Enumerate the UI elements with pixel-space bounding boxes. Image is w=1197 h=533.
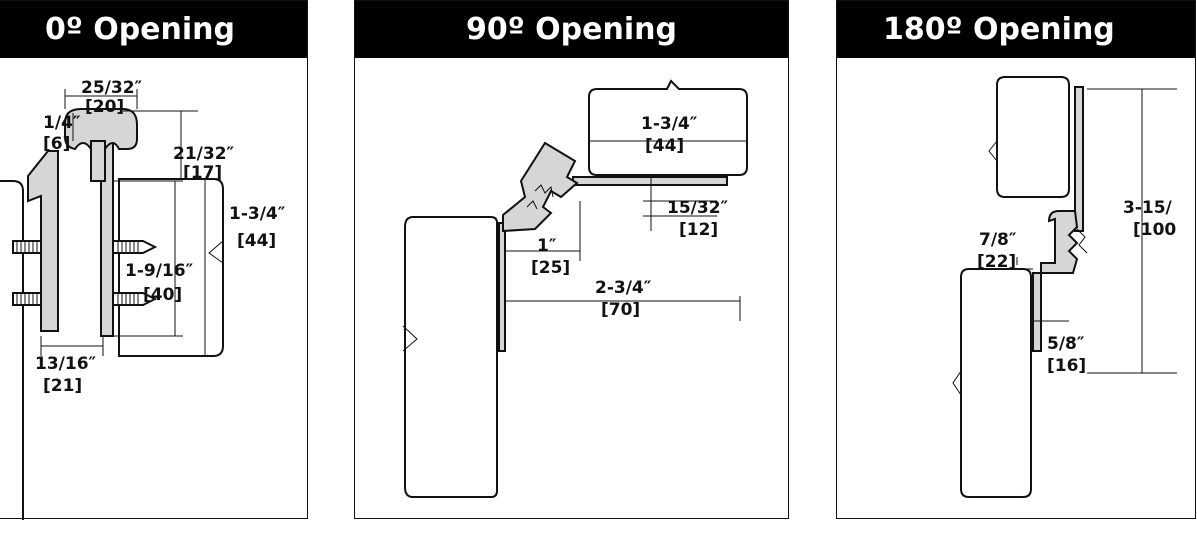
- dim-text: [100: [1133, 220, 1176, 240]
- dim-text: [25]: [531, 258, 570, 278]
- dim-text: [16]: [1047, 356, 1086, 376]
- dim-text: [20]: [85, 97, 124, 117]
- dimension-lines: [997, 88, 1177, 374]
- break-mark: [952, 370, 962, 396]
- hinge-leaf-left: [27, 150, 59, 332]
- dim-text: [44]: [645, 136, 684, 156]
- door-outline: [996, 76, 1070, 198]
- dim-text: 5/8″: [1047, 334, 1085, 354]
- panel-title: 0º Opening: [0, 1, 307, 58]
- panel-title: 90º Opening: [355, 1, 788, 58]
- hinge-90-diagram: 1-3/4″ [44] 15/32″ [12] 1″ [25] 2-3/4″ […: [402, 79, 748, 498]
- dim-text: 2-3/4″: [595, 278, 652, 298]
- hinge-leaf-frame: [1032, 272, 1042, 352]
- hinge-body: [502, 141, 579, 233]
- screws: [12, 240, 158, 306]
- dim-text: 13/16″: [35, 354, 97, 374]
- dim-text: [40]: [143, 285, 182, 305]
- hinge-180-diagram: 7/8″ [22] 3-15/ [100 5/8″ [16]: [952, 76, 1177, 498]
- break-mark: [402, 325, 418, 352]
- break-mark: [988, 140, 998, 162]
- dim-text: [6]: [43, 134, 70, 154]
- panel-title: 180º Opening: [837, 1, 1195, 58]
- frame-outline: [404, 216, 498, 498]
- hinge-teeth: [526, 184, 554, 210]
- door-outline: [118, 178, 224, 357]
- dim-text: [70]: [601, 300, 640, 320]
- hinge-knuckle: [90, 140, 106, 182]
- dimension-lines: [40, 89, 209, 357]
- dim-text: 15/32″: [667, 198, 729, 218]
- dim-text: 7/8″: [979, 230, 1017, 250]
- dim-text: [12]: [679, 220, 718, 240]
- hinge-cap: [64, 108, 138, 151]
- hinge-leaf-frame: [498, 222, 506, 352]
- hinge-leaf-door: [1074, 86, 1084, 232]
- dim-text: 1-3/4″: [641, 114, 698, 134]
- dim-text: 3-15/: [1123, 198, 1173, 218]
- door-outline: [588, 79, 748, 176]
- frame-outline: [0, 180, 24, 520]
- dim-text: [21]: [43, 376, 82, 396]
- hinge-body: [1040, 210, 1079, 274]
- dimension-lines: [504, 140, 747, 321]
- panel-90-opening: 90º Opening 1-3/4″ [44] 15/32″ [12] 1″ […: [354, 0, 789, 519]
- panel-0-opening: 0º Opening 25/32″ [20] 1/4″ [6] 21/3: [0, 0, 308, 520]
- dim-text: 1-9/16″: [125, 261, 194, 281]
- hinge-leaf-door: [572, 176, 728, 186]
- dim-text: 1″: [537, 236, 557, 256]
- dim-text: 1-3/4″: [229, 204, 286, 224]
- hinge-0-diagram: 25/32″ [20] 1/4″ [6] 21/32″ [17] 1-3/4″ …: [0, 78, 286, 520]
- dim-text: [17]: [183, 163, 222, 183]
- dim-text: [44]: [237, 231, 276, 251]
- dim-text: 25/32″: [81, 78, 143, 98]
- dim-text: 21/32″: [173, 144, 235, 164]
- dim-text: [22]: [977, 252, 1016, 272]
- break-mark: [208, 240, 224, 264]
- hinge-teeth: [1076, 228, 1088, 254]
- dim-text: 1/4″: [43, 113, 81, 133]
- frame-outline: [960, 268, 1032, 498]
- panel-180-opening: 180º Opening 7/8″ [22] 3-15/ [100 5/8″ […: [836, 0, 1196, 519]
